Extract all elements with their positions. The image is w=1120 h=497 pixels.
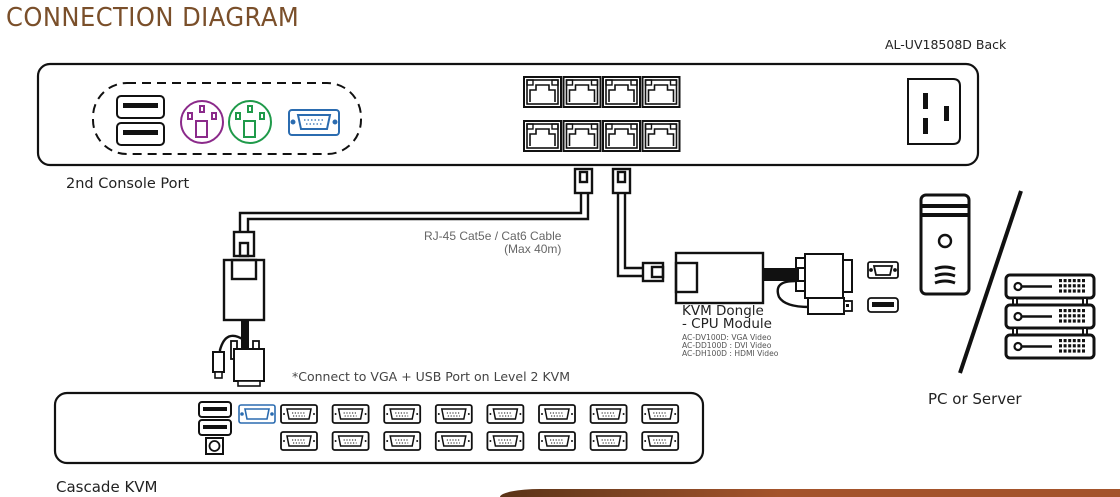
cascade-vga-port-icon bbox=[641, 431, 680, 451]
usb-port-icon bbox=[116, 122, 165, 146]
dongle-model-item: AC-DV100D: VGA Video bbox=[682, 333, 772, 342]
cascade-kvm-panel bbox=[53, 391, 705, 465]
pc-vga-port-icon bbox=[867, 261, 899, 279]
cable-type-text: RJ-45 Cat5e / Cat6 Cable bbox=[424, 229, 562, 243]
power-inlet-icon bbox=[907, 78, 961, 145]
console-port-group bbox=[92, 82, 362, 155]
rj45-port-icon bbox=[523, 120, 562, 152]
cascade-vga-port-icon bbox=[280, 404, 318, 424]
rj45-port-icon bbox=[641, 76, 681, 108]
rj45-port-grid bbox=[523, 76, 681, 152]
cascade-vga-port-icon bbox=[538, 431, 576, 451]
ps2-mouse-port-icon bbox=[180, 100, 224, 144]
dongle-title-line2: - CPU Module bbox=[682, 316, 772, 332]
dongle-model-item: AC-DD100D : DVI Video bbox=[682, 341, 772, 350]
rj45-port-icon bbox=[562, 120, 602, 152]
footer-decorative-bar bbox=[500, 489, 1120, 497]
cascade-kvm-label: Cascade KVM bbox=[56, 478, 158, 496]
audio-port-icon bbox=[205, 437, 224, 455]
rj45-port-icon bbox=[641, 120, 681, 152]
cascade-vga-port-icon bbox=[331, 431, 370, 451]
cable-max-length-text: (Max 40m) bbox=[504, 242, 562, 256]
ps2-keyboard-port-icon bbox=[228, 100, 272, 144]
dongle-model-list: AC-DV100D: VGA Video AC-DD100D : DVI Vid… bbox=[682, 334, 778, 358]
pc-tower-icon bbox=[919, 193, 971, 296]
page-title: CONNECTION DIAGRAM bbox=[6, 3, 300, 33]
cascade-vga-port-icon bbox=[280, 431, 318, 451]
cascade-vga-port-icon bbox=[589, 431, 628, 451]
cascade-vga-port-grid bbox=[280, 404, 680, 451]
device-model-label: AL-UV18508D Back bbox=[885, 37, 1007, 52]
vga-port-icon bbox=[288, 109, 340, 136]
cascade-vga-port-icon bbox=[486, 431, 525, 451]
cascade-dongle-connectors bbox=[212, 320, 265, 387]
kvm-dongle-cpu-module bbox=[763, 253, 853, 315]
cascade-vga-port-icon bbox=[538, 404, 576, 424]
pc-usb-port-icon bbox=[867, 297, 899, 313]
rj45-port-icon bbox=[602, 120, 641, 152]
dongle-title: KVM Dongle - CPU Module bbox=[682, 303, 772, 332]
rj45-port-icon bbox=[523, 76, 562, 108]
server-rack-icon bbox=[1004, 273, 1096, 360]
cascade-vga-port-icon bbox=[331, 404, 370, 424]
cascade-vga-port-icon bbox=[589, 404, 628, 424]
pc-server-label: PC or Server bbox=[928, 390, 1022, 408]
console-port-label: 2nd Console Port bbox=[66, 176, 190, 192]
cable-label: RJ-45 Cat5e / Cat6 Cable (Max 40m) bbox=[424, 230, 561, 256]
rj45-port-icon bbox=[602, 76, 641, 108]
server-unit-icon bbox=[1004, 303, 1096, 330]
dongle-model-item: AC-DH100D : HDMI Video bbox=[682, 349, 779, 358]
usb-port-icon bbox=[198, 419, 232, 436]
cascade-vga-port-icon bbox=[486, 404, 525, 424]
usb-port-icon bbox=[198, 401, 232, 418]
cascade-vga-port-icon bbox=[238, 404, 276, 424]
cascade-vga-port-icon bbox=[434, 431, 473, 451]
cascade-vga-port-icon bbox=[383, 431, 422, 451]
rj45-cable-to-cascade bbox=[222, 167, 594, 322]
rj45-port-icon bbox=[562, 76, 602, 108]
cascade-vga-port-icon bbox=[383, 404, 422, 424]
server-unit-icon bbox=[1004, 333, 1096, 360]
divider-slash bbox=[958, 190, 1023, 374]
kvm-back-panel bbox=[36, 62, 980, 167]
rj45-cable-to-dongle bbox=[611, 167, 765, 305]
server-unit-icon bbox=[1004, 273, 1096, 300]
cascade-vga-port-icon bbox=[434, 404, 473, 424]
dongle-title-line1: KVM Dongle bbox=[682, 303, 764, 319]
cascade-note: *Connect to VGA + USB Port on Level 2 KV… bbox=[292, 369, 570, 384]
cascade-vga-port-icon bbox=[641, 404, 680, 424]
usb-port-icon bbox=[116, 95, 165, 119]
